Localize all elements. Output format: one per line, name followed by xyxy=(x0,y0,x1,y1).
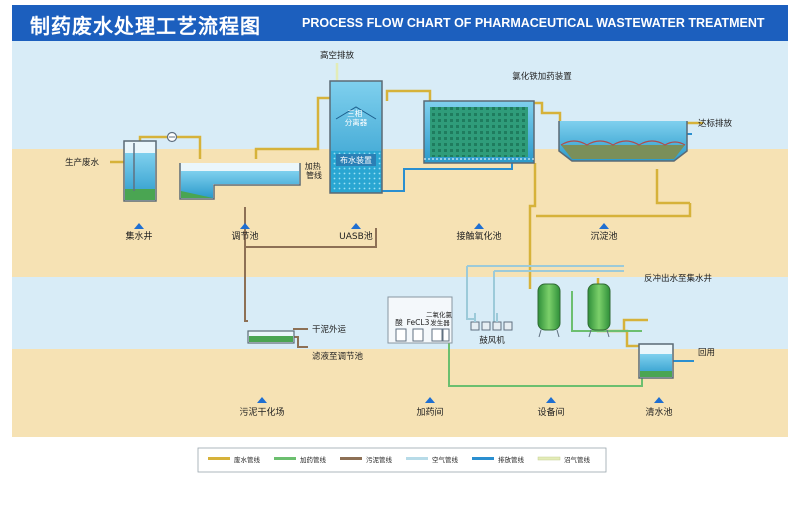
equipment-room-marker-icon xyxy=(546,397,556,403)
equipment-room-label: 设备间 xyxy=(537,406,564,418)
heating-pipe-label: 加热 管线 xyxy=(305,161,324,180)
sand-filter-1 xyxy=(537,283,561,338)
dosing-room xyxy=(387,296,453,344)
contact-oxidation-label: 接触氧化池 xyxy=(456,230,501,242)
blower-icon xyxy=(470,313,513,331)
legend-label: 排放管线 xyxy=(498,455,525,464)
sludge-drying-bed xyxy=(247,330,295,344)
lift-pump-icon xyxy=(166,131,178,143)
sludge-drying-label: 污泥干化场 xyxy=(239,406,284,418)
legend-label: 污泥管线 xyxy=(366,455,393,464)
high-altitude-discharge-label: 高空排放 xyxy=(320,50,355,61)
equalization-tank xyxy=(179,163,301,200)
contact-oxidation-marker-icon xyxy=(474,223,484,229)
legend: 废水管线 加药管线 污泥管线 空气管线 排放管线 沼气管线 xyxy=(197,447,607,473)
clear-water-tank xyxy=(638,343,674,379)
legend-item: 沼气管线 xyxy=(537,455,591,464)
legend-swatch xyxy=(208,457,230,460)
cd-line-1: 二氧化氯 xyxy=(426,310,453,319)
legend-swatch xyxy=(340,457,362,460)
separator-line-1: 三相 xyxy=(347,108,362,118)
sludge-drying-marker-icon xyxy=(257,397,267,403)
sedimentation-label: 沉淀池 xyxy=(590,230,617,242)
cd-line-2: 发生器 xyxy=(430,318,450,327)
air-pipes xyxy=(466,265,624,324)
legend-swatch xyxy=(537,456,561,461)
legend-label: 空气管线 xyxy=(432,455,459,464)
sedimentation-tank xyxy=(558,121,688,162)
legend-label: 沼气管线 xyxy=(564,455,591,464)
sump-well-label: 集水井 xyxy=(125,230,152,242)
contact-oxidation-tank xyxy=(423,100,535,164)
sedimentation-marker-icon xyxy=(599,223,609,229)
chlorine-dioxide-label: 二氧化氯 发生器 xyxy=(426,310,454,327)
heating-line-1: 加热 xyxy=(305,161,321,171)
legend-item: 废水管线 xyxy=(208,455,261,464)
reuse-label: 回用 xyxy=(698,348,715,358)
acid-label: 酸 xyxy=(395,317,403,327)
three-phase-separator-label: 三相 分离器 xyxy=(345,108,368,127)
sump-well-marker-icon xyxy=(134,223,144,229)
legend-swatch xyxy=(274,457,296,460)
dosing-room-marker-icon xyxy=(425,397,435,403)
equalization-tank-marker-icon xyxy=(240,223,250,229)
ferric-dosing-label: 氯化铁加药装置 xyxy=(512,71,572,82)
legend-item: 空气管线 xyxy=(406,455,459,464)
clear-water-marker-icon xyxy=(654,397,664,403)
uasb-marker-icon xyxy=(351,223,361,229)
separator-line-2: 分离器 xyxy=(345,117,368,127)
equalization-tank-label: 调节池 xyxy=(231,230,258,242)
filtrate-return-label: 滤液至调节池 xyxy=(312,351,364,362)
legend-item: 加药管线 xyxy=(274,455,327,464)
title-english: PROCESS FLOW CHART OF PHARMACEUTICAL WAS… xyxy=(302,16,765,30)
legend-item: 污泥管线 xyxy=(340,455,393,464)
legend-label: 加药管线 xyxy=(300,455,327,464)
blower-label: 鼓风机 xyxy=(479,335,505,346)
discharge-pipes xyxy=(382,133,694,362)
legend-swatch xyxy=(472,457,494,460)
title-chinese: 制药废水处理工艺流程图 xyxy=(30,14,261,38)
uasb-label: UASB池 xyxy=(339,230,373,242)
sand-filter-2 xyxy=(587,283,611,338)
process-flow-diagram: 生产废水 集水井 调节池 三相 分离器 布水装置 加热 管线 高空排放 UASB… xyxy=(12,41,788,491)
header-bar: 制药废水处理工艺流程图 PROCESS FLOW CHART OF PHARMA… xyxy=(12,5,788,41)
heating-line-2: 管线 xyxy=(306,170,322,180)
production-wastewater-label: 生产废水 xyxy=(65,157,100,168)
dry-sludge-label: 干泥外运 xyxy=(312,324,347,335)
dosing-room-label: 加药间 xyxy=(416,406,443,418)
uasb-reactor xyxy=(329,80,383,194)
backwash-return-label: 反冲出水至集水井 xyxy=(644,273,712,284)
legend-item: 排放管线 xyxy=(472,455,525,464)
water-distributor-label: 布水装置 xyxy=(340,155,372,165)
legend-swatch xyxy=(406,457,428,460)
compliant-discharge-label: 达标排放 xyxy=(698,118,733,129)
legend-label: 废水管线 xyxy=(234,455,261,464)
fecl3-label: FeCL3 xyxy=(407,318,430,327)
clear-water-label: 清水池 xyxy=(645,406,672,418)
sump-well xyxy=(123,140,157,202)
